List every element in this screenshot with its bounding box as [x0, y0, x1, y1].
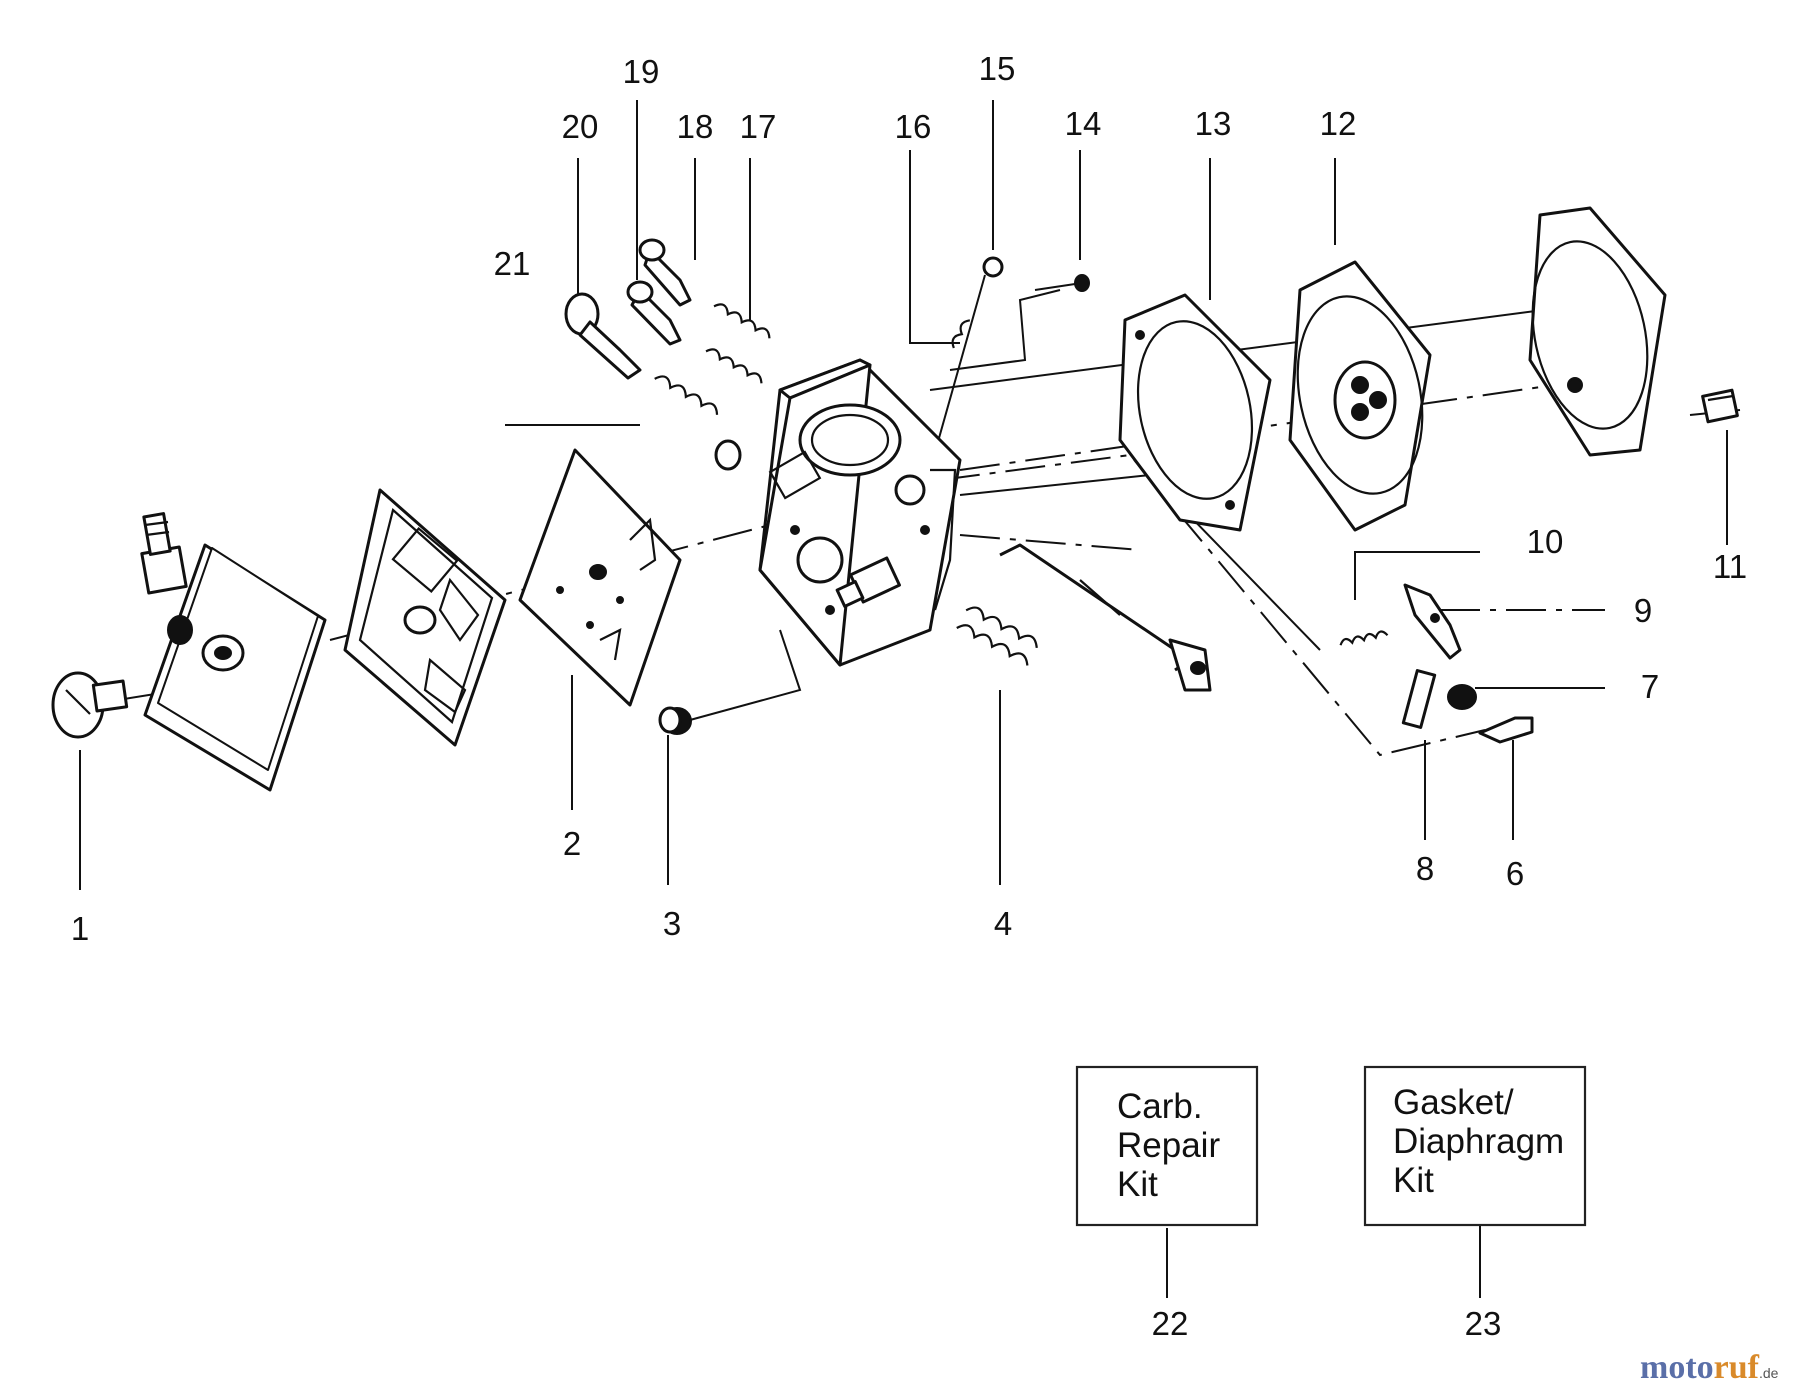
part-9-lever	[1403, 583, 1462, 660]
part-12-metering-diaphragm	[1288, 260, 1432, 532]
motoruf-watermark-logo: motoruf.de	[1640, 1349, 1779, 1386]
part-17-21-springs	[654, 303, 771, 471]
callout-13: 13	[1195, 105, 1232, 142]
part-8-pin	[1401, 669, 1437, 729]
callout-23: 23	[1465, 1305, 1502, 1342]
callout-6: 6	[1506, 855, 1524, 892]
callout-8: 8	[1416, 850, 1434, 887]
watermark-suffix: .de	[1759, 1365, 1779, 1381]
callout-10: 10	[1527, 523, 1564, 560]
part-14-15-16	[951, 256, 1090, 349]
callout-21: 21	[494, 245, 531, 282]
callout-11: 11	[1713, 548, 1747, 585]
part-2-pump-diaphragm	[518, 448, 682, 707]
svg-text:motoruf.de: motoruf.de	[1640, 1349, 1779, 1386]
callout-15: 15	[979, 50, 1016, 87]
carburetor-body	[758, 358, 962, 667]
callout-22: 22	[1152, 1305, 1189, 1342]
metering-cover	[1528, 206, 1667, 457]
callout-3: 3	[663, 905, 681, 942]
carb-repair-kit-box: Carb. Repair Kit	[1075, 1065, 1259, 1227]
gasket-kit-line-3: Kit	[1393, 1161, 1434, 1200]
callout-18: 18	[677, 108, 714, 145]
part-1-pump-cover	[51, 512, 327, 792]
callout-4: 4	[994, 905, 1012, 942]
gasket-kit-line-2: Diaphragm	[1393, 1122, 1564, 1161]
watermark-part-2: ruf	[1714, 1349, 1760, 1386]
callout-14: 14	[1065, 105, 1102, 142]
watermark-part-1: moto	[1640, 1349, 1714, 1386]
leader-lines	[79, 100, 1741, 1298]
pump-gasket	[343, 488, 507, 747]
callout-labels: 1 2 3 4 6 7 8 9 10 11 12 13 14 15 16 17 …	[71, 50, 1747, 1342]
callout-7: 7	[1641, 668, 1659, 705]
callout-19: 19	[623, 53, 660, 90]
throttle-shaft	[999, 543, 1212, 692]
part-4-spring	[956, 606, 1038, 666]
part-7-screw	[1447, 684, 1477, 710]
callout-9: 9	[1634, 592, 1652, 629]
part-10-spring	[1339, 630, 1389, 646]
part-18-19-20-adjust-screws	[564, 238, 692, 380]
part-6-inlet-needle	[1478, 716, 1534, 744]
callout-17: 17	[740, 108, 777, 145]
carb-repair-kit-line-2: Repair	[1117, 1126, 1220, 1165]
part-3-plug	[658, 706, 692, 735]
part-13-gasket	[1118, 293, 1272, 532]
part-11-screw	[1701, 388, 1739, 424]
callout-12: 12	[1320, 105, 1357, 142]
callout-2: 2	[563, 825, 581, 862]
carb-repair-kit-line-3: Kit	[1117, 1165, 1158, 1204]
gasket-kit-line-1: Gasket/	[1393, 1083, 1514, 1122]
carb-repair-kit-line-1: Carb.	[1117, 1087, 1203, 1126]
callout-16: 16	[895, 108, 932, 145]
gasket-diaphragm-kit-box: Gasket/ Diaphragm Kit	[1363, 1065, 1587, 1227]
callout-1: 1	[71, 910, 89, 947]
callout-20: 20	[562, 108, 599, 145]
